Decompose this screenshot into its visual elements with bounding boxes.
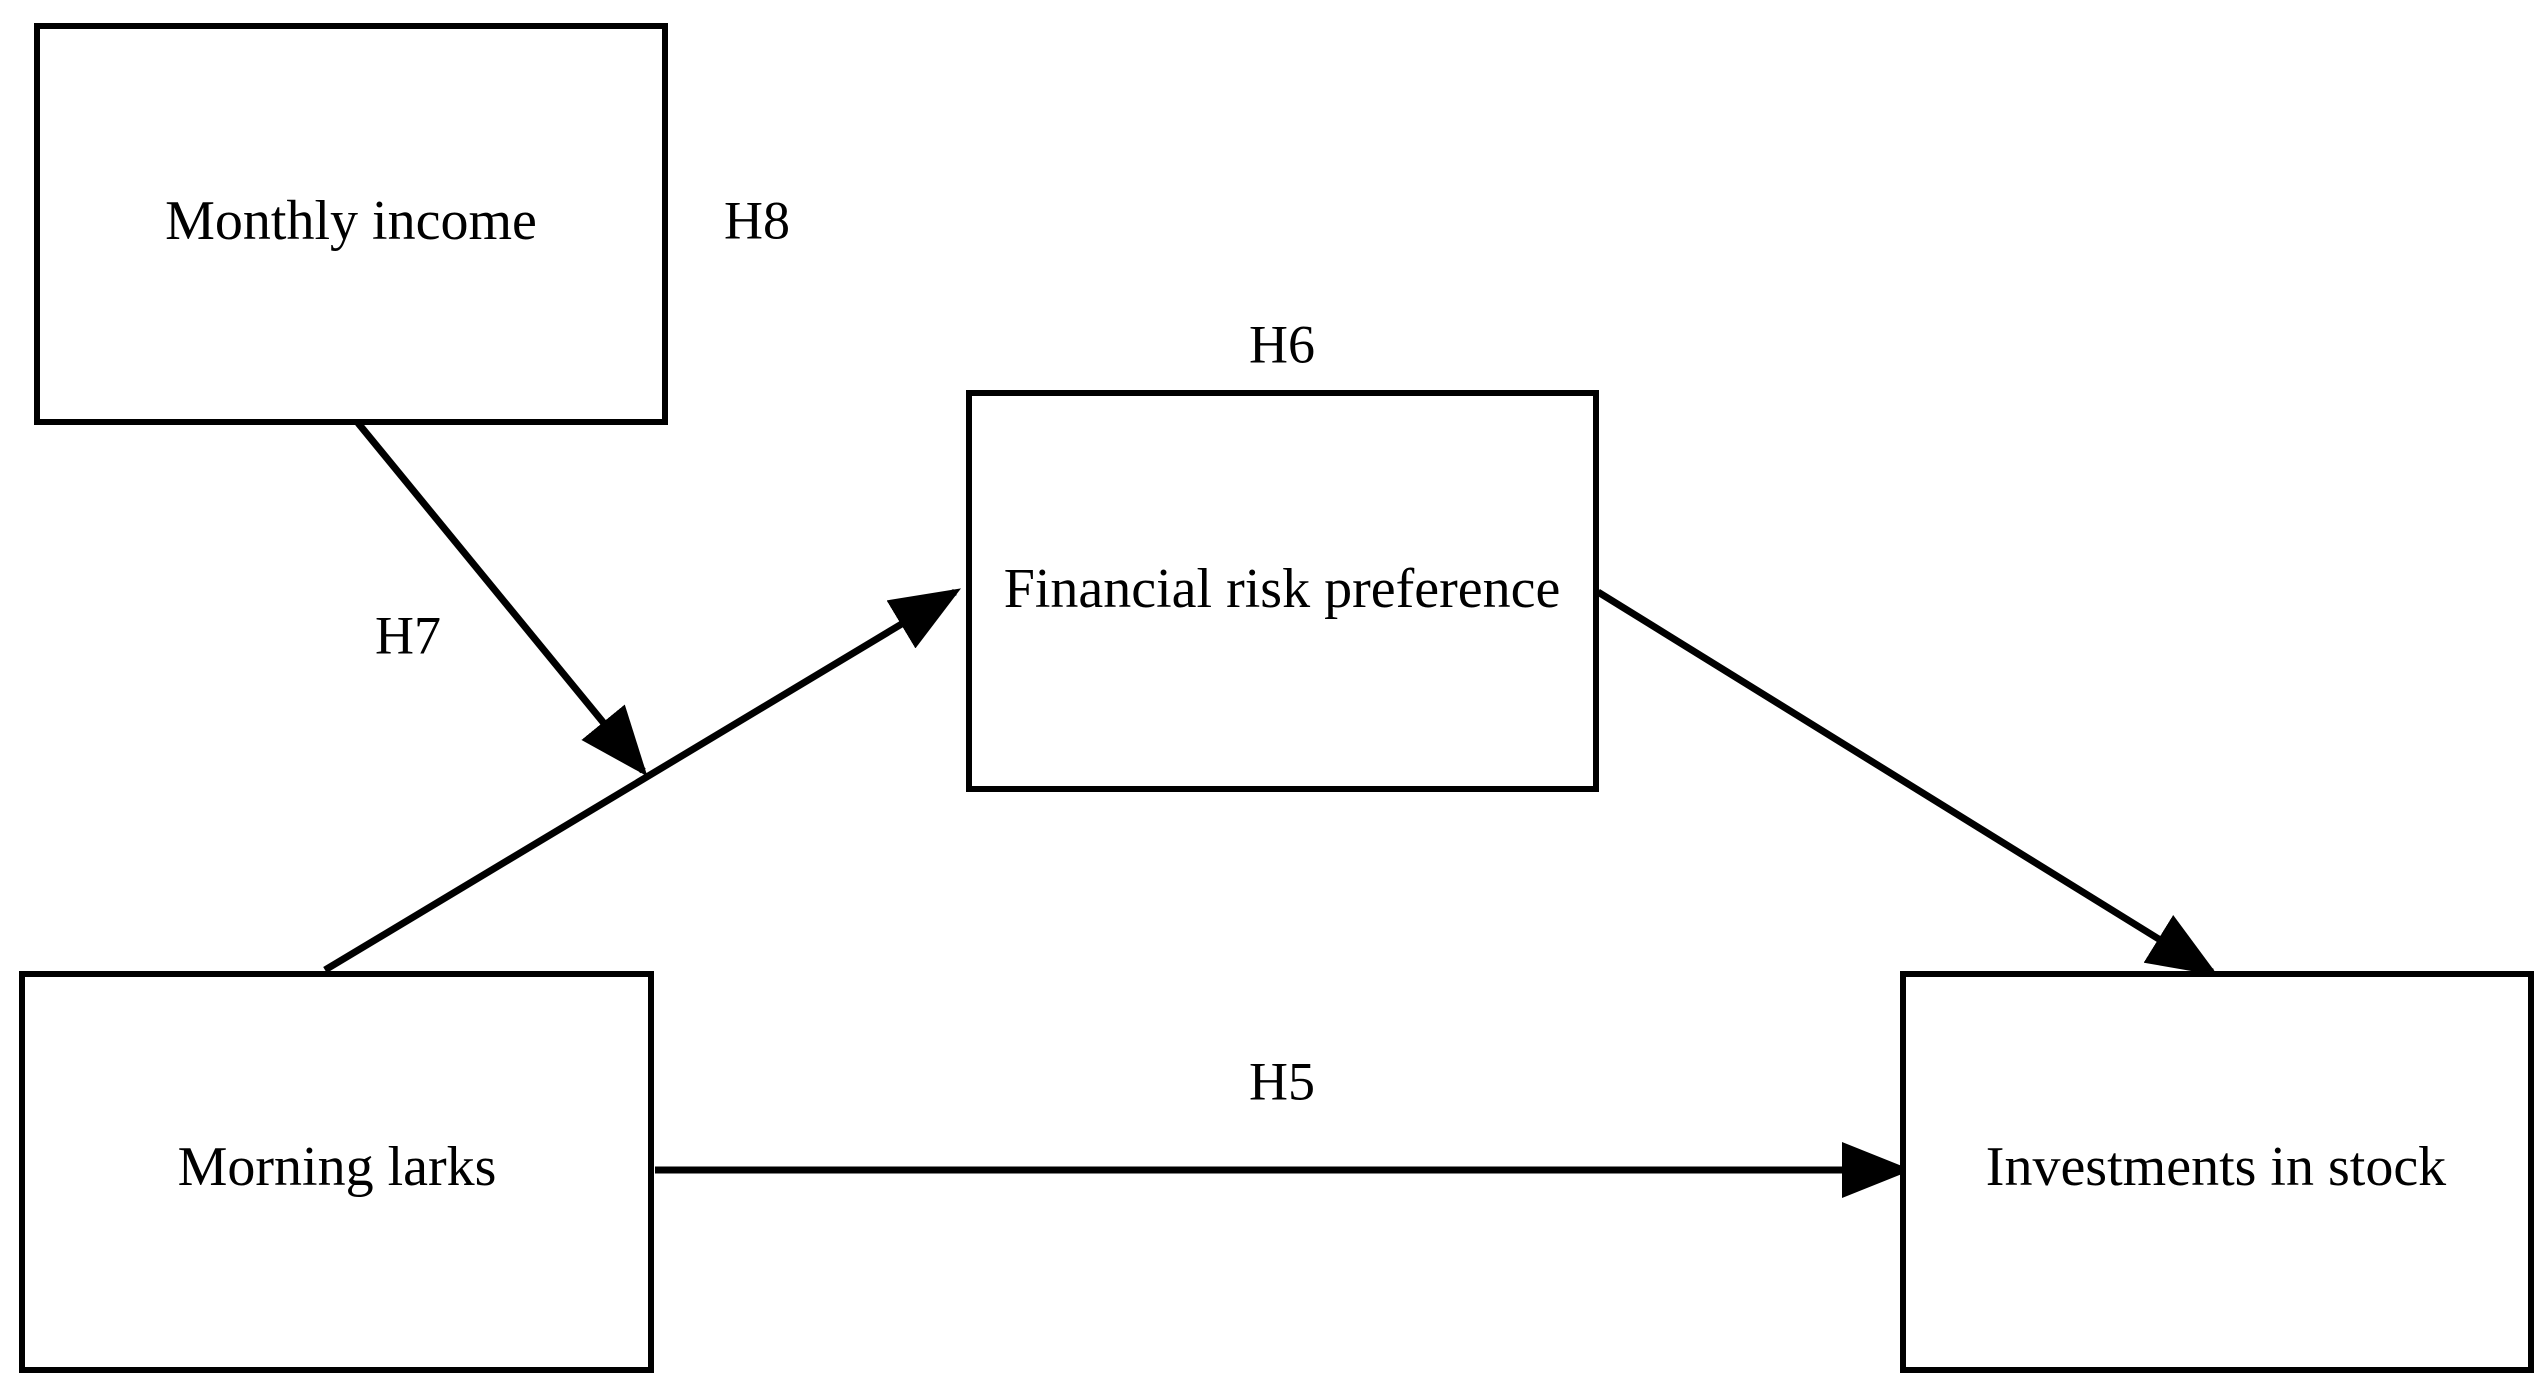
hypothesis-label-h6: H6 [1249,314,1315,374]
edge-monthly-income-moderation [355,420,648,777]
edge-morning-larks-to-financial-risk [323,588,962,974]
hypothesis-label-h8: H8 [724,190,790,250]
node-financial-risk-preference-label: Financial risk preference [1004,558,1561,620]
node-financial-risk-preference: Financial risk preference [966,390,1599,792]
node-monthly-income: Monthly income [34,23,668,425]
node-investments-in-stock-label: Investments in stock [1986,1136,2446,1198]
node-morning-larks-box [19,971,654,1373]
node-monthly-income-label: Monthly income [165,190,537,252]
node-monthly-income-box [34,23,668,425]
hypothesis-label-h5: H5 [1249,1051,1315,1111]
hypothesis-label-h7: H7 [375,605,441,665]
node-investments-in-stock-box [1900,971,2534,1373]
edge-financial-risk-to-investments [1596,589,2218,976]
node-financial-risk-preference-box [966,390,1599,792]
node-morning-larks-label: Morning larks [178,1136,497,1198]
node-investments-in-stock: Investments in stock [1900,971,2534,1373]
node-morning-larks: Morning larks [19,971,654,1373]
